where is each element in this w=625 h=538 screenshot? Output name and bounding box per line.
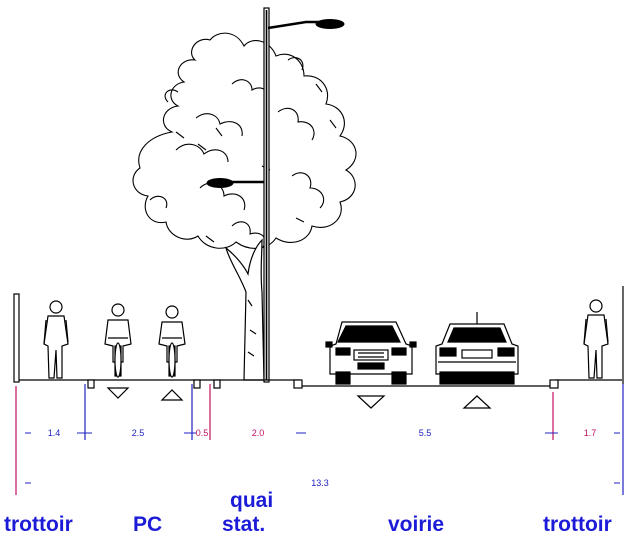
dim-trottoir-right: 1.7 [584, 428, 597, 438]
dim-quai-stat: 2.0 [252, 428, 265, 438]
car-front-icon [325, 321, 417, 385]
dimension-labels: 1.4 2.5 0.5 2.0 5.5 1.7 13.3 [48, 428, 597, 488]
dim-pc: 2.5 [132, 428, 145, 438]
street-lamp-icon [206, 7, 345, 383]
cyclist-icon [104, 303, 132, 378]
car-rear-icon [435, 312, 519, 385]
label-voirie: voirie [388, 513, 445, 536]
dim-voirie: 5.5 [419, 428, 432, 438]
dimension-lines [15, 384, 624, 495]
dim-trottoir-left: 1.4 [48, 428, 61, 438]
label-trottoir-right: trottoir [543, 513, 612, 536]
cyclist-icon [158, 305, 186, 378]
ground-profile [13, 286, 624, 389]
label-quai: quai [230, 489, 274, 512]
slope-triangle-icon [106, 387, 492, 409]
dim-total: 13.3 [311, 478, 329, 488]
label-pc: PC [133, 513, 163, 536]
label-stat: stat. [222, 513, 266, 536]
tree-trunk [224, 238, 265, 381]
pedestrian-icon [43, 300, 69, 379]
label-trottoir-left: trottoir [4, 513, 73, 536]
pedestrian-icon [583, 299, 609, 379]
dim-separator: 0.5 [196, 428, 209, 438]
tree-icon [132, 32, 357, 249]
